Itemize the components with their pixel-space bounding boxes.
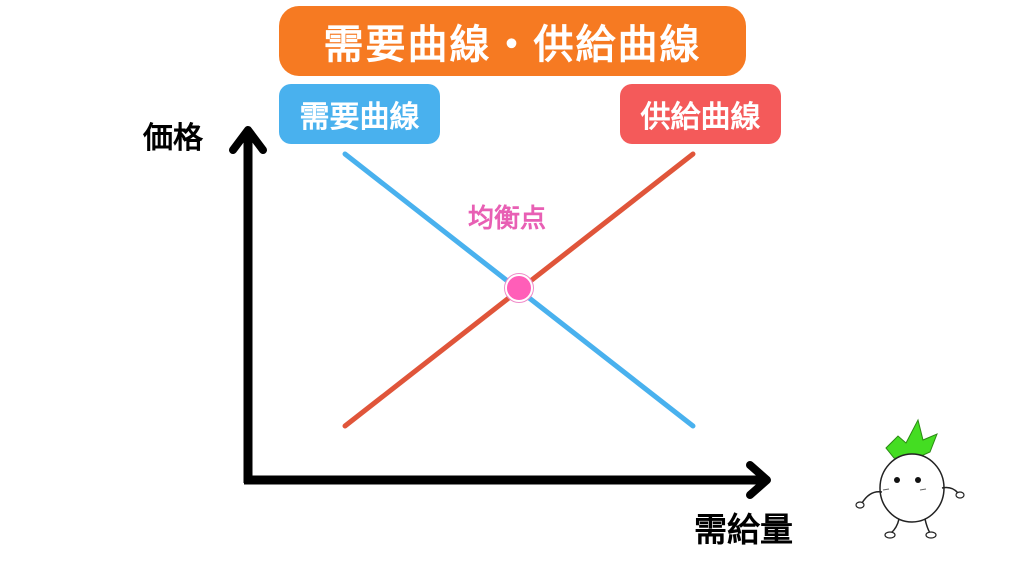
y-axis-label: 価格 xyxy=(143,121,203,156)
y-axis-arrow-icon xyxy=(229,126,267,154)
x-axis-arrow-icon xyxy=(746,461,771,499)
equilibrium-point xyxy=(505,274,533,302)
x-axis xyxy=(244,461,771,499)
demand-curve-tag: 需要曲線 xyxy=(279,84,440,144)
x-axis-label: 需給量 xyxy=(694,510,793,549)
title-banner: 需要曲線・供給曲線 xyxy=(279,6,746,76)
y-axis xyxy=(229,126,267,483)
mascot-turnip-icon xyxy=(855,418,965,539)
supply-curve-tag: 供給曲線 xyxy=(620,84,781,144)
title-text: 需要曲線・供給曲線 xyxy=(323,22,702,68)
demand-curve-label: 需要曲線 xyxy=(299,100,420,135)
supply-curve-label: 供給曲線 xyxy=(640,100,761,135)
equilibrium-label: 均衡点 xyxy=(468,204,547,234)
